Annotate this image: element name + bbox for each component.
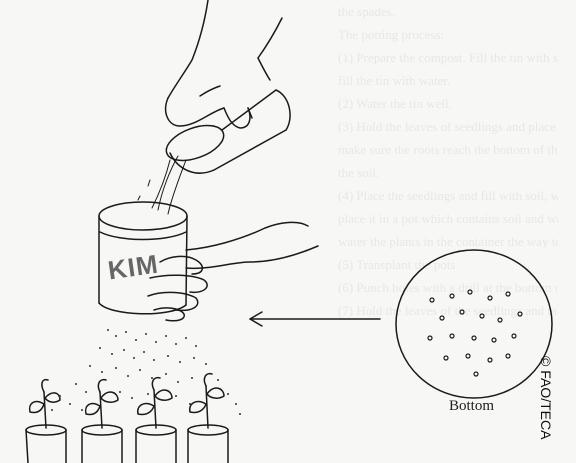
drainage-holes <box>428 290 522 376</box>
can-bottom-circle-icon <box>396 250 552 398</box>
pouring-hand-icon <box>166 0 282 128</box>
water-spray-drops <box>51 329 241 415</box>
pouring-cup-icon <box>162 90 290 173</box>
image-credit: © FAO/TECA <box>538 356 554 439</box>
arrow-left-icon <box>250 312 380 326</box>
seedling-pots-icon <box>26 374 228 463</box>
bottom-label: Bottom <box>449 398 494 415</box>
